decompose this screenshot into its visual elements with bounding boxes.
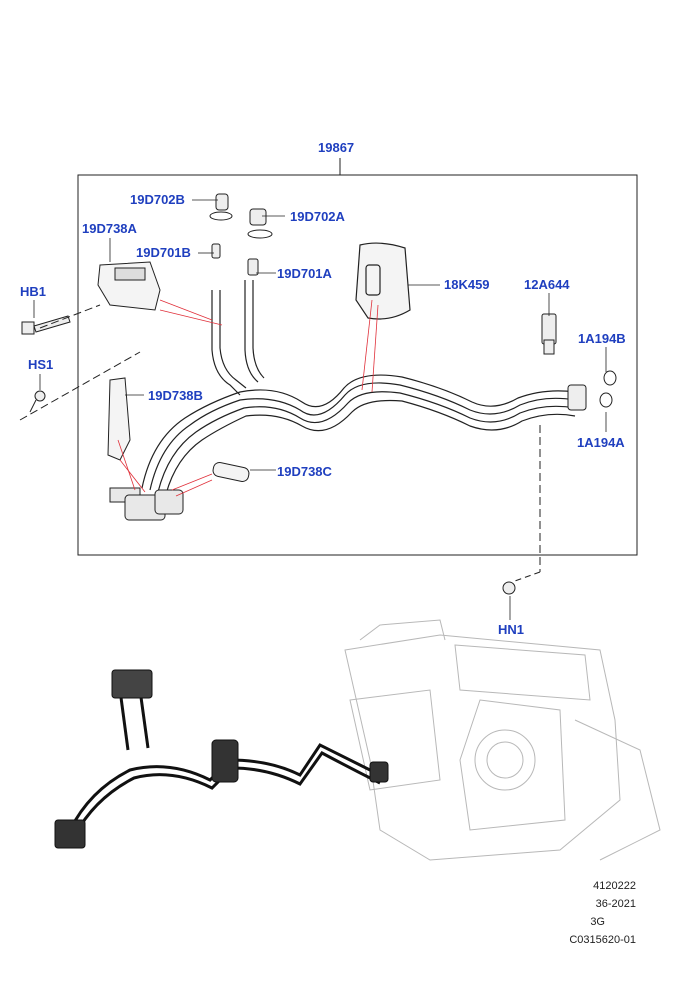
valve-assembly [109, 487, 184, 521]
valve-19D702B [209, 193, 233, 259]
callout-leaders [33, 199, 607, 620]
insulator-18K459 [355, 242, 411, 320]
screw-HS1 [29, 390, 46, 413]
callout-19D701B: 19D701B [136, 245, 191, 260]
sensor-12A644 [541, 313, 557, 355]
callout-19D702A: 19D702A [290, 209, 345, 224]
footer-ref-4: C0315620-01 [569, 934, 636, 946]
callout-19D738B: 19D738B [148, 388, 203, 403]
bracket-19D738B [107, 377, 131, 461]
assembly-number: 19867 [318, 140, 355, 155]
callout-19D738C: 19D738C [277, 464, 332, 479]
pressure-switch-19D738A [97, 261, 161, 311]
installed-components [54, 669, 389, 849]
footer-ref-3: 3G [590, 916, 605, 928]
callout-1A194A: 1A194A [577, 435, 625, 450]
callout-12A644: 12A644 [524, 277, 570, 292]
pipe-assembly [141, 280, 576, 495]
hvac-housing-ghost [344, 619, 661, 861]
callout-HB1: HB1 [20, 284, 47, 299]
bolt-HB1 [21, 315, 71, 335]
footer-ref-1: 4120222 [593, 880, 636, 892]
sleeve-19D738C [212, 462, 250, 482]
assembly-frame [77, 174, 638, 556]
callout-18K459: 18K459 [444, 277, 490, 292]
callout-HN1: HN1 [498, 622, 525, 637]
valve-19D702A [247, 208, 273, 276]
callout-HS1: HS1 [28, 357, 54, 372]
callout-1A194B: 1A194B [578, 331, 626, 346]
callout-19D702B: 19D702B [130, 192, 185, 207]
footer-ref-2: 36-2021 [595, 898, 636, 910]
callout-19D738A: 19D738A [82, 221, 137, 236]
red-leaders [117, 299, 379, 497]
callout-19D701A: 19D701A [277, 266, 332, 281]
nut-HN1 [502, 581, 516, 595]
installed-pipe-assembly [68, 689, 381, 836]
seals-1A194 [567, 370, 617, 411]
